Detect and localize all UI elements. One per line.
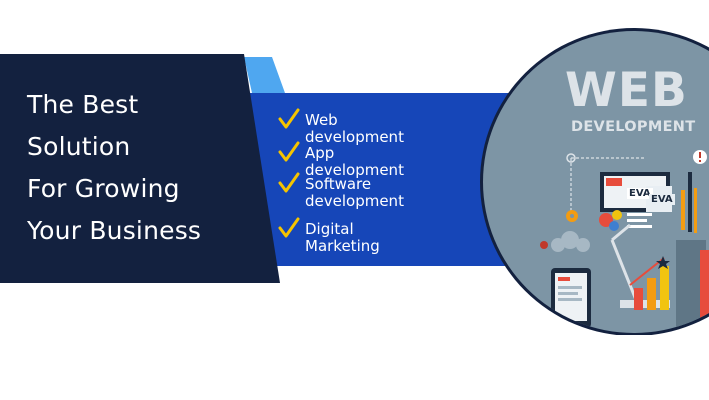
service-label: Web development — [305, 111, 404, 146]
screen-label: EVA — [627, 188, 653, 199]
headline-line: For Growing — [27, 174, 180, 203]
service-label: App development — [305, 144, 404, 179]
headline-line: Your Business — [27, 216, 202, 245]
checkmark-icon — [278, 217, 300, 238]
headline: The Best Solution For Growing Your Busin… — [27, 84, 201, 252]
headline-line: Solution — [27, 132, 131, 161]
service-label: Digital Marketing — [305, 220, 380, 255]
service-item: Software development — [278, 172, 435, 210]
service-item: Digital Marketing — [278, 217, 380, 255]
checkmark-icon — [278, 141, 300, 162]
service-item: App development — [278, 141, 404, 179]
service-label: Software development — [305, 175, 404, 210]
service-item: Web development — [278, 108, 404, 146]
headline-line: The Best — [27, 90, 139, 119]
checkmark-icon — [278, 172, 300, 193]
checkmark-icon — [278, 108, 300, 129]
screen-label: EVA — [649, 194, 675, 205]
illustration-title: WEB — [565, 63, 688, 118]
web-development-illustration — [480, 28, 709, 335]
illustration-subtitle: DEVELOPMENT — [571, 119, 696, 135]
